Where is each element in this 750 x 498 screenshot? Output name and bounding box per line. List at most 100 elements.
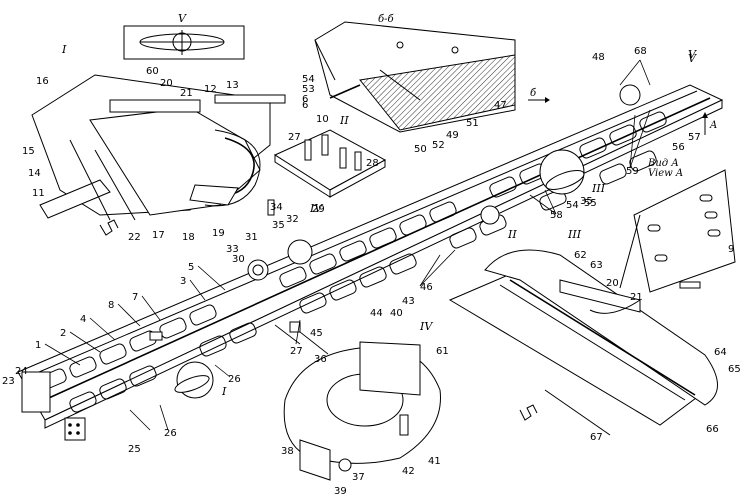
callout-54b: 54 [566, 200, 579, 211]
callout-53: 53 [302, 84, 315, 95]
callout-19: 19 [212, 228, 225, 239]
title-detail-V-right: V [688, 52, 697, 65]
callout-52: 52 [432, 140, 445, 151]
callout-43: 43 [402, 296, 415, 307]
title-detail-IV: IV [419, 320, 433, 333]
detail-III-assembly [448, 249, 718, 436]
callout-27b: 27 [290, 346, 303, 357]
callout-40: 40 [390, 308, 403, 319]
callout-26: 26 [164, 428, 177, 439]
callout-6: 6 [302, 94, 308, 105]
callout-12: 12 [204, 84, 217, 95]
callout-13: 13 [226, 80, 239, 91]
marker-IV-main: IV [309, 202, 323, 215]
callout-15: 15 [22, 146, 35, 157]
callout-66: 66 [706, 424, 719, 435]
marker-I-main: I [221, 385, 227, 398]
callout-29: 29 [312, 204, 325, 215]
main-rail-assembly [17, 84, 724, 441]
callout-6b: 6 [302, 100, 308, 111]
callout-4: 4 [80, 314, 86, 325]
callout-37: 37 [352, 472, 365, 483]
callout-67: 67 [590, 432, 603, 443]
callout-36: 36 [314, 354, 327, 365]
callout-25: 25 [128, 444, 141, 455]
callout-62: 62 [574, 250, 587, 261]
title-detail-I: I [61, 43, 67, 56]
callout-33: 33 [226, 244, 239, 255]
callout-45: 45 [310, 328, 323, 339]
section-arrow-b [528, 97, 550, 103]
section-bb [314, 21, 516, 133]
arrow-a-label: A [709, 120, 717, 131]
callout-18: 18 [182, 232, 195, 243]
callout-7: 7 [132, 292, 138, 303]
callout-48: 48 [592, 52, 605, 63]
view-label-en: View A [648, 168, 683, 179]
callout-20: 20 [160, 78, 173, 89]
callout-63: 63 [590, 260, 603, 271]
marker-V-main: V [688, 48, 697, 61]
callout-9: 9 [728, 244, 734, 255]
callout-47: 47 [494, 100, 507, 111]
callout-60: 60 [146, 66, 159, 77]
callout-54: 54 [302, 74, 315, 85]
callout-2: 2 [60, 328, 66, 339]
callout-44: 44 [370, 308, 383, 319]
callout-20b: 20 [606, 278, 619, 289]
callout-10: 10 [316, 114, 329, 125]
view-arrow-a [702, 112, 708, 135]
callout-57: 57 [688, 132, 701, 143]
marker-III-main: III [591, 182, 606, 195]
callout-41: 41 [428, 456, 441, 467]
title-detail-III: III [567, 228, 582, 241]
callout-46: 46 [420, 282, 433, 293]
view-a-panel [619, 169, 736, 293]
callout-32: 32 [286, 214, 299, 225]
callout-55: 55 [584, 198, 597, 209]
callout-21b: 21 [630, 292, 643, 303]
callout-39: 39 [334, 486, 347, 497]
callout-30: 30 [232, 254, 245, 265]
callout-59: 59 [626, 166, 639, 177]
callout-16: 16 [36, 76, 49, 87]
callout-68: 68 [634, 46, 647, 57]
callout-23: 23 [2, 376, 15, 387]
callout-3: 3 [180, 276, 186, 287]
title-detail-V-top: V [178, 12, 187, 25]
callout-64: 64 [714, 347, 727, 358]
detail-II-plate [267, 129, 387, 216]
callout-65: 65 [728, 364, 741, 375]
callout-28: 28 [366, 158, 379, 169]
callout-22: 22 [128, 232, 141, 243]
callout-34: 34 [270, 202, 283, 213]
callout-5: 5 [188, 262, 194, 273]
view-label-ru: Вид А [647, 158, 679, 169]
callout-21: 21 [180, 88, 193, 99]
callout-labels: 1 2 3 4 5 6 7 8 9 10 11 12 13 14 15 16 1… [2, 46, 741, 497]
callout-58: 58 [550, 210, 563, 221]
leader-lines [44, 59, 651, 431]
callout-1: 1 [35, 340, 41, 351]
callout-31: 31 [245, 232, 258, 243]
callout-27: 27 [288, 132, 301, 143]
callout-24: 24 [15, 366, 28, 377]
callout-50: 50 [414, 144, 427, 155]
title-detail-II: II [339, 114, 349, 127]
callout-35: 35 [272, 220, 285, 231]
callout-8: 8 [108, 300, 114, 311]
callout-14: 14 [28, 168, 41, 179]
callout-51: 51 [466, 118, 479, 129]
callout-35b: 35 [580, 196, 593, 207]
callout-11: 11 [32, 188, 45, 199]
callout-38: 38 [281, 446, 294, 457]
callout-26b: 26 [228, 374, 241, 385]
title-section-bb: б-б [378, 14, 394, 25]
detail-V-top [123, 25, 245, 60]
callout-17: 17 [152, 230, 165, 241]
marker-II-main: II [507, 228, 517, 241]
rail-cutouts [39, 111, 667, 413]
callout-61: 61 [436, 346, 449, 357]
detail-I-assembly [31, 74, 286, 236]
